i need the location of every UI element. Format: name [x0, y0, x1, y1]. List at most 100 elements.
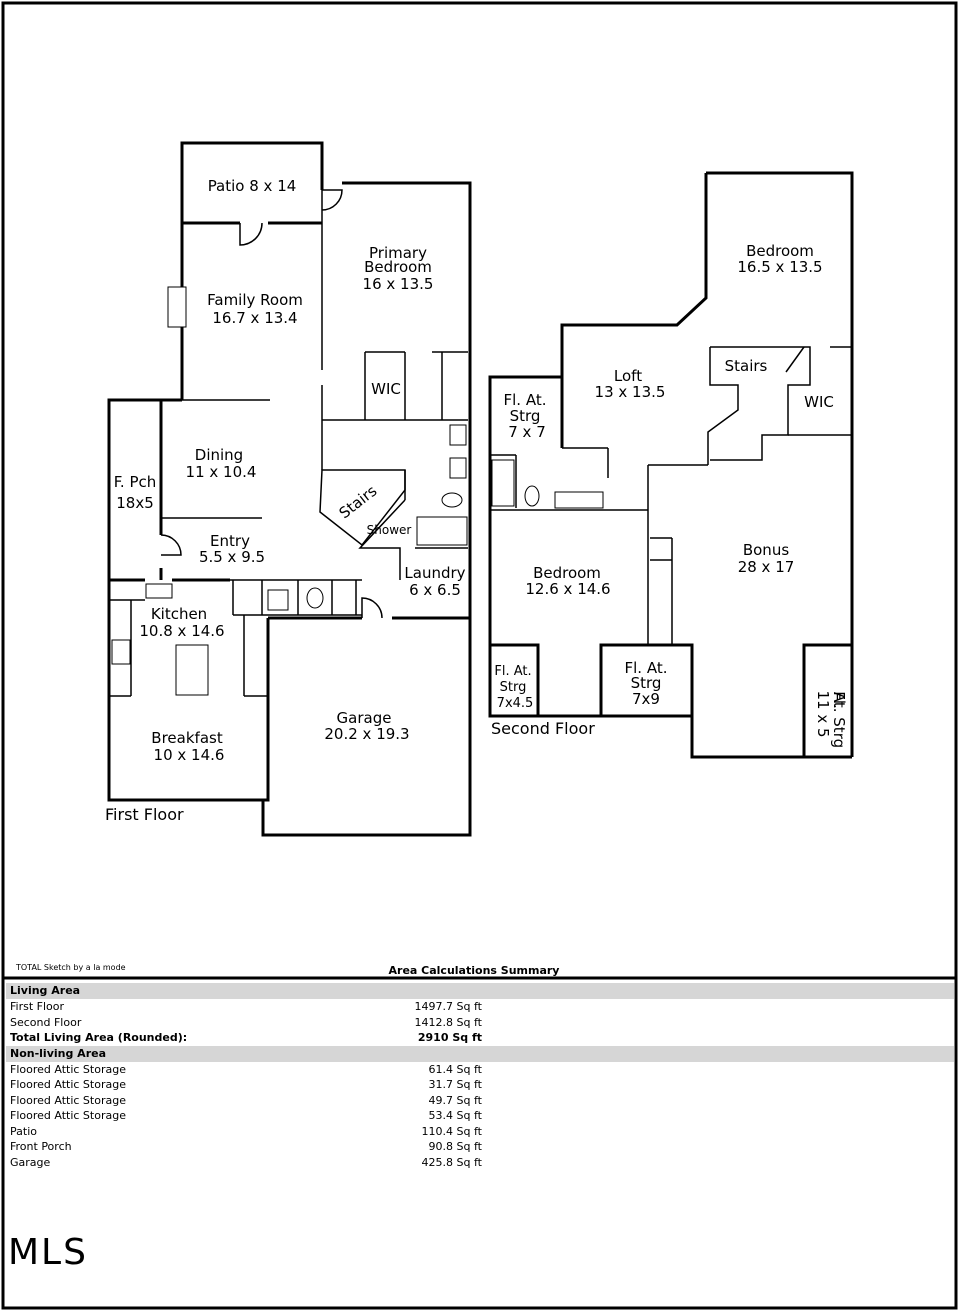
row-value: 61.4 Sq ft	[428, 1062, 482, 1076]
row-label: Floored Attic Storage	[10, 1062, 126, 1076]
row-value: 53.4 Sq ft	[428, 1109, 482, 1122]
breakfast-size: 10 x 14.6	[154, 746, 225, 764]
breakfast-label: Breakfast	[151, 729, 223, 747]
first-floor-label: First Floor	[105, 805, 184, 824]
attic-4-size: 11 x 5	[814, 690, 832, 737]
laundry-size: 6 x 6.5	[409, 581, 461, 599]
row-label: Floored Attic Storage	[10, 1109, 126, 1122]
row-label: First Floor	[10, 1000, 65, 1013]
patio-label: Patio 8 x 14	[208, 177, 297, 195]
entry-size: 5.5 x 9.5	[199, 548, 265, 566]
row-value: 1497.7 Sq ft	[414, 1000, 482, 1013]
table-row: Front Porch 90.8 Sq ft	[6, 1139, 954, 1155]
stove-icon	[145, 583, 173, 599]
row-label: Patio	[10, 1124, 37, 1138]
bonus-size: 28 x 17	[738, 558, 795, 576]
second-floor-fixtures	[491, 459, 604, 509]
loft-size: 13 x 13.5	[595, 383, 666, 401]
garage-size: 20.2 x 19.3	[324, 725, 409, 743]
second-floor-label: Second Floor	[491, 719, 595, 738]
row-value: 49.7 Sq ft	[428, 1093, 482, 1107]
primary-bedroom-label-2: Bedroom	[364, 258, 432, 276]
lower-bedroom-size: 12.6 x 14.6	[525, 580, 610, 598]
wic-label: WIC	[371, 380, 401, 398]
attic-3-label-2: Strg	[631, 674, 662, 692]
garage-label: Garage	[337, 709, 392, 727]
second-floor-interior	[490, 346, 852, 645]
table-row: Floored Attic Storage 49.7 Sq ft	[6, 1093, 954, 1109]
second-floor-walls	[488, 171, 854, 759]
family-room-label: Family Room	[207, 291, 303, 309]
loft-label: Loft	[614, 367, 642, 385]
front-porch-size: 18x5	[116, 494, 154, 512]
kitchen-island	[175, 644, 209, 696]
front-porch-label: F. Pch	[114, 473, 157, 491]
mls-logo: MLS	[8, 1232, 88, 1273]
porch-door-swing	[160, 534, 182, 556]
first-floor-interior	[109, 190, 468, 697]
upper-wic-label: WIC	[804, 393, 834, 411]
area-summary-table: Living Area First Floor 1497.7 Sq ft Sec…	[6, 983, 954, 1170]
attic-3-size: 7x9	[632, 690, 660, 708]
table-row: First Floor 1497.7 Sq ft	[6, 999, 954, 1015]
total-label: Total Living Area (Rounded):	[10, 1031, 188, 1044]
kitchen-label: Kitchen	[151, 605, 207, 623]
row-value: 1412.8 Sq ft	[414, 1015, 482, 1029]
laundry-label: Laundry	[404, 564, 465, 582]
garage-door-swing	[361, 597, 383, 619]
bonus-label: Bonus	[743, 541, 789, 559]
bathtub-icon	[416, 516, 468, 546]
attic-2-size: 7x4.5	[497, 696, 534, 711]
sketch-brand: TOTAL Sketch by a la mode	[16, 963, 126, 972]
dining-size: 11 x 10.4	[186, 463, 257, 481]
upper-bedroom-size: 16.5 x 13.5	[737, 258, 822, 276]
first-floor-walls	[107, 141, 472, 837]
kitchen-size: 10.8 x 14.6	[139, 622, 224, 640]
row-value: 31.7 Sq ft	[428, 1078, 482, 1091]
row-value: 425.8 Sq ft	[421, 1155, 482, 1169]
first-floor-fixtures	[111, 189, 468, 696]
attic-2-label-2: Strg	[500, 680, 527, 695]
toilet-icon	[306, 587, 324, 609]
shower-label: Shower	[367, 523, 412, 537]
table-row: Floored Attic Storage 31.7 Sq ft	[6, 1077, 954, 1093]
upper-stairs-label: Stairs	[725, 357, 768, 375]
total-row: Total Living Area (Rounded): 2910 Sq ft	[6, 1030, 954, 1046]
vanity-icon	[554, 491, 604, 509]
attic-4-label: Fl.	[830, 691, 848, 709]
dining-label: Dining	[195, 446, 243, 464]
row-label: Floored Attic Storage	[10, 1093, 126, 1107]
toilet-icon	[441, 492, 463, 508]
entry-label: Entry	[210, 532, 250, 550]
summary-title: Area Calculations Summary	[388, 964, 560, 977]
attic-1-label: Fl. At.	[504, 391, 547, 409]
table-row: Floored Attic Storage 53.4 Sq ft	[6, 1108, 954, 1124]
nonliving-area-header: Non-living Area	[6, 1045, 954, 1062]
attic-3-label: Fl. At.	[625, 659, 668, 677]
upper-bedroom-label: Bedroom	[746, 242, 814, 260]
row-value: 110.4 Sq ft	[421, 1124, 482, 1138]
bathtub-icon	[491, 459, 515, 507]
fireplace-icon	[167, 286, 187, 328]
powder-sink-icon	[267, 589, 289, 611]
stairs-label: Stairs	[336, 482, 381, 523]
attic-1-label-2: Strg	[510, 407, 541, 425]
toilet-icon	[524, 485, 540, 507]
kitchen-sink-icon	[111, 639, 131, 665]
table-row: Patio 110.4 Sq ft	[6, 1124, 954, 1140]
living-area-header: Living Area	[6, 983, 954, 999]
total-value: 2910 Sq ft	[417, 1031, 482, 1044]
patio-door-swing	[321, 189, 343, 211]
attic-4-label-group: Fl. At. Strg 11 x 5	[814, 690, 848, 748]
row-label: Front Porch	[10, 1140, 72, 1153]
attic-4-label-2: At. Strg	[830, 692, 848, 748]
sink-icon	[449, 424, 467, 446]
attic-2-label: Fl. At.	[494, 664, 531, 679]
family-door-swing	[239, 222, 263, 246]
sink-icon	[449, 457, 467, 479]
table-row: Second Floor 1412.8 Sq ft	[6, 1015, 954, 1031]
table-row: Garage 425.8 Sq ft	[6, 1155, 954, 1171]
row-label: Floored Attic Storage	[10, 1078, 126, 1091]
